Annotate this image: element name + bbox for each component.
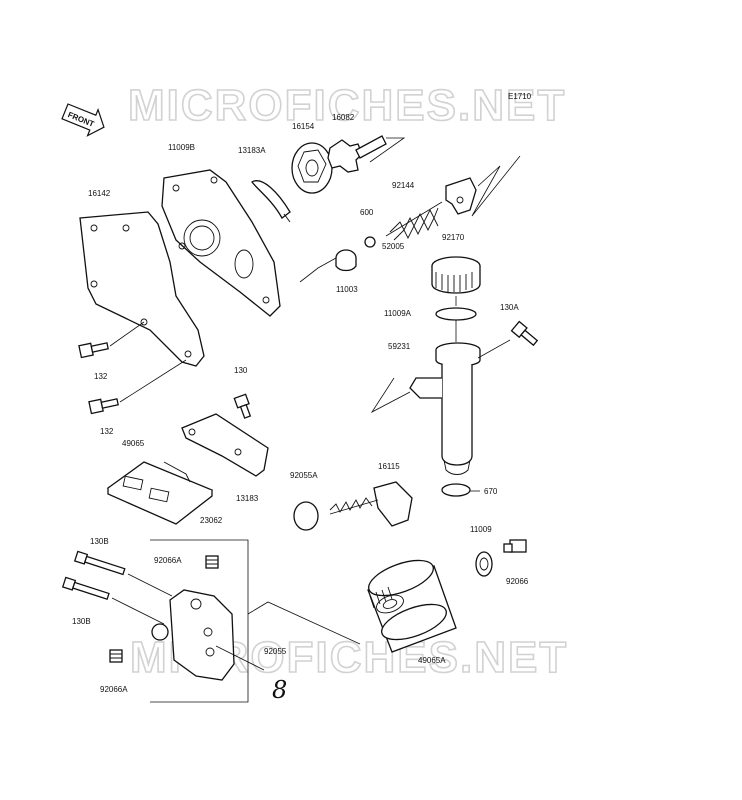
label-600: 600 bbox=[360, 208, 374, 217]
label-49065: 49065 bbox=[122, 439, 145, 448]
label-92066a-upper: 92066A bbox=[154, 556, 182, 565]
oil-pump-body bbox=[151, 589, 235, 681]
label-132-lower: 132 bbox=[100, 427, 114, 436]
label-16082: 16082 bbox=[332, 113, 355, 122]
bolt-130 bbox=[233, 393, 252, 419]
pump-cover-gasket bbox=[79, 211, 205, 367]
pump-pin bbox=[251, 180, 291, 223]
pump-shaft-rotor bbox=[327, 135, 387, 173]
oil-filter bbox=[367, 559, 457, 653]
label-11009a: 11009A bbox=[384, 309, 412, 318]
plug-92066a-upper bbox=[205, 555, 219, 569]
bolt-132-upper bbox=[78, 342, 109, 359]
handwritten-mark: 8 bbox=[272, 676, 287, 704]
tube-o-ring bbox=[441, 483, 471, 497]
label-16154: 16154 bbox=[292, 122, 315, 131]
label-670: 670 bbox=[484, 487, 498, 496]
bolt-132-lower bbox=[88, 398, 119, 415]
watermark-top: MICROFICHES.NET bbox=[128, 81, 566, 130]
bolt-130a bbox=[510, 320, 539, 347]
bolt-130b-lower bbox=[61, 576, 110, 601]
o-ring-92055a bbox=[293, 501, 319, 531]
relief-ball bbox=[364, 236, 376, 248]
label-11003: 11003 bbox=[336, 285, 358, 294]
label-130: 130 bbox=[234, 366, 248, 375]
filler-o-ring bbox=[435, 307, 477, 321]
oil-filler-cap bbox=[431, 256, 481, 294]
label-92066: 92066 bbox=[506, 577, 529, 586]
label-92055a: 92055A bbox=[290, 471, 318, 480]
label-16115: 16115 bbox=[378, 462, 400, 471]
gasket-plate bbox=[161, 169, 281, 317]
label-11009b: 11009B bbox=[168, 143, 195, 152]
plug-92066a-lower bbox=[109, 649, 123, 663]
retaining-plate bbox=[181, 413, 269, 477]
clamp-bracket bbox=[445, 177, 477, 215]
relief-valve bbox=[335, 249, 357, 272]
label-13183a: 13183A bbox=[238, 146, 266, 155]
label-92055: 92055 bbox=[264, 647, 287, 656]
washer-11009 bbox=[475, 551, 493, 577]
label-23062: 23062 bbox=[200, 516, 223, 525]
label-52005: 52005 bbox=[382, 242, 405, 251]
figure-code: E1710 bbox=[508, 92, 532, 101]
bolt-130b-upper bbox=[73, 550, 126, 576]
label-13183: 13183 bbox=[236, 494, 259, 503]
label-16142: 16142 bbox=[88, 189, 111, 198]
label-59231: 59231 bbox=[388, 342, 411, 351]
label-130a: 130A bbox=[500, 303, 519, 312]
label-130b-lower: 130B bbox=[72, 617, 91, 626]
label-130b-upper: 130B bbox=[90, 537, 109, 546]
label-132-upper: 132 bbox=[94, 372, 108, 381]
oil-filler-tube bbox=[409, 342, 481, 475]
label-49065a: 49065A bbox=[418, 656, 446, 665]
pump-rotor bbox=[291, 142, 333, 194]
plug-92066 bbox=[503, 539, 527, 553]
oil-strainer bbox=[106, 461, 214, 525]
label-92066a-lower: 92066A bbox=[100, 685, 128, 694]
front-arrow-icon: FRONT bbox=[61, 103, 105, 137]
label-11009: 11009 bbox=[470, 525, 492, 534]
label-92170: 92170 bbox=[442, 233, 465, 242]
relief-spring bbox=[385, 201, 443, 241]
label-92144: 92144 bbox=[392, 181, 415, 190]
relief-valve-assembly bbox=[329, 481, 413, 527]
